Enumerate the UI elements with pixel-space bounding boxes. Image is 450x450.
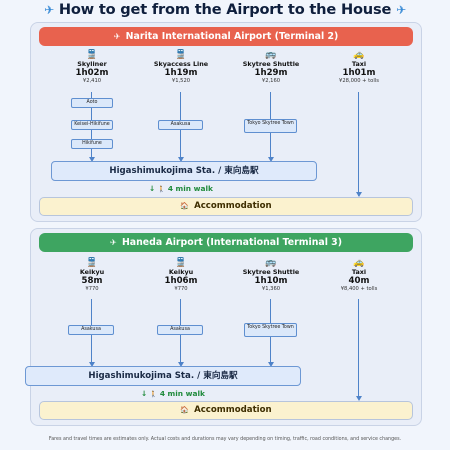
route-mode: Skytree Shuttle [242, 268, 300, 276]
narita-section: ✈ Narita International Airport (Terminal… [30, 22, 422, 222]
plane-icon: ✈ [396, 3, 406, 17]
arrow-down-icon [89, 362, 95, 367]
narita-banner: ✈ Narita International Airport (Terminal… [39, 27, 413, 46]
route-mode: Taxi [351, 60, 367, 68]
route-column: 🚆 Skyliner 1h02m ¥2,410 [52, 50, 132, 85]
route-mode: Skyliner [77, 60, 107, 68]
title-text: How to get from the Airport to the House [58, 1, 392, 18]
arrow-down-icon [178, 157, 184, 162]
accommodation-box: 🏠 Accommodation [39, 401, 413, 420]
stop-box: Keisei-Hikifune [71, 120, 113, 130]
plane-icon: ✈ [113, 32, 121, 41]
arrow-down-icon [356, 192, 362, 197]
route-column: 🚕 Taxi 1h01m ¥28,000 + tolls [319, 50, 399, 85]
taxi-icon: 🚕 [353, 50, 365, 60]
route-time: 40m [348, 276, 370, 286]
house-icon: 🏠 [180, 202, 190, 210]
route-column: 🚌 Skytree Shuttle 1h29m ¥2,160 [231, 50, 311, 85]
route-mode: Skytree Shuttle [242, 60, 300, 68]
accommodation-text: Accommodation [194, 405, 272, 415]
page-title: ✈ How to get from the Airport to the Hou… [0, 0, 450, 22]
station-box: Higashimukojima Sta. / 東向島駅 [51, 161, 317, 181]
route-line [358, 92, 360, 196]
walk-text: 4 min walk [167, 184, 213, 193]
route-fare: ¥2,160 [261, 78, 281, 84]
route-fare: ¥770 [174, 286, 188, 292]
train-icon: 🚆 [86, 258, 98, 268]
route-column: 🚆 Skyaccess Line 1h19m ¥1,520 [141, 50, 221, 85]
arrow-down-icon [356, 396, 362, 401]
arrow-down-icon: ↓ [149, 184, 156, 193]
haneda-banner: ✈ Haneda Airport (International Terminal… [39, 233, 413, 252]
route-column: 🚆 Keikyu 58m ¥770 [52, 258, 132, 293]
route-fare: ¥2,410 [82, 78, 102, 84]
taxi-icon: 🚕 [353, 258, 365, 268]
stop-box: Aoto [71, 98, 113, 108]
stop-box: Hikifune [71, 139, 113, 149]
route-column: 🚆 Keikyu 1h06m ¥770 [141, 258, 221, 293]
route-fare: ¥28,000 + tolls [339, 78, 379, 84]
stop-box: Tokyo Skytree Town [244, 119, 297, 133]
banner-text: Narita International Airport (Terminal 2… [125, 31, 339, 42]
route-time: 1h01m [342, 68, 376, 78]
route-fare: ¥1,520 [171, 78, 191, 84]
route-fare: ¥1,360 [261, 286, 281, 292]
arrow-down-icon: ↓ [141, 389, 148, 398]
walk-label: ↓ 🚶 4 min walk [149, 184, 213, 195]
walk-text: 4 min walk [159, 389, 205, 398]
route-time: 1h06m [164, 276, 198, 286]
plane-icon: ✈ [44, 3, 54, 17]
bus-icon: 🚌 [265, 258, 277, 268]
station-box: Higashimukojima Sta. / 東向島駅 [25, 366, 301, 386]
haneda-section: ✈ Haneda Airport (International Terminal… [25, 228, 422, 426]
route-time: 1h19m [164, 68, 198, 78]
train-icon: 🚆 [175, 258, 187, 268]
stop-box: Asakusa [157, 325, 203, 335]
stop-box: Asakusa [68, 325, 114, 335]
footer-note: Fares and travel times are estimates onl… [48, 437, 402, 442]
route-column: 🚌 Skytree Shuttle 1h10m ¥1,360 [231, 258, 311, 293]
route-time: 1h10m [254, 276, 288, 286]
route-mode: Keikyu [79, 268, 105, 276]
accommodation-box: 🏠 Accommodation [39, 197, 413, 216]
arrow-down-icon [89, 157, 95, 162]
walking-person-icon: 🚶 [149, 391, 158, 398]
walking-person-icon: 🚶 [157, 186, 166, 193]
stop-box: Tokyo Skytree Town [244, 323, 297, 337]
route-time: 58m [81, 276, 103, 286]
train-icon: 🚆 [175, 50, 187, 60]
house-icon: 🏠 [180, 406, 190, 414]
route-time: 1h29m [254, 68, 288, 78]
route-mode: Taxi [351, 268, 367, 276]
route-column: 🚕 Taxi 40m ¥8,400 + tolls [319, 258, 399, 293]
route-mode: Skyaccess Line [153, 60, 209, 68]
bus-icon: 🚌 [265, 50, 277, 60]
arrow-down-icon [268, 362, 274, 367]
arrow-down-icon [268, 157, 274, 162]
plane-icon: ✈ [109, 238, 117, 247]
stop-box: Asakusa [158, 120, 203, 130]
route-line [358, 299, 360, 399]
route-mode: Keikyu [168, 268, 194, 276]
route-fare: ¥8,400 + tolls [340, 286, 378, 292]
accommodation-text: Accommodation [194, 201, 272, 211]
train-icon: 🚆 [86, 50, 98, 60]
banner-text: Haneda Airport (International Terminal 3… [121, 237, 342, 248]
route-fare: ¥770 [85, 286, 99, 292]
arrow-down-icon [178, 362, 184, 367]
route-time: 1h02m [75, 68, 109, 78]
walk-label: ↓ 🚶 4 min walk [141, 389, 205, 400]
